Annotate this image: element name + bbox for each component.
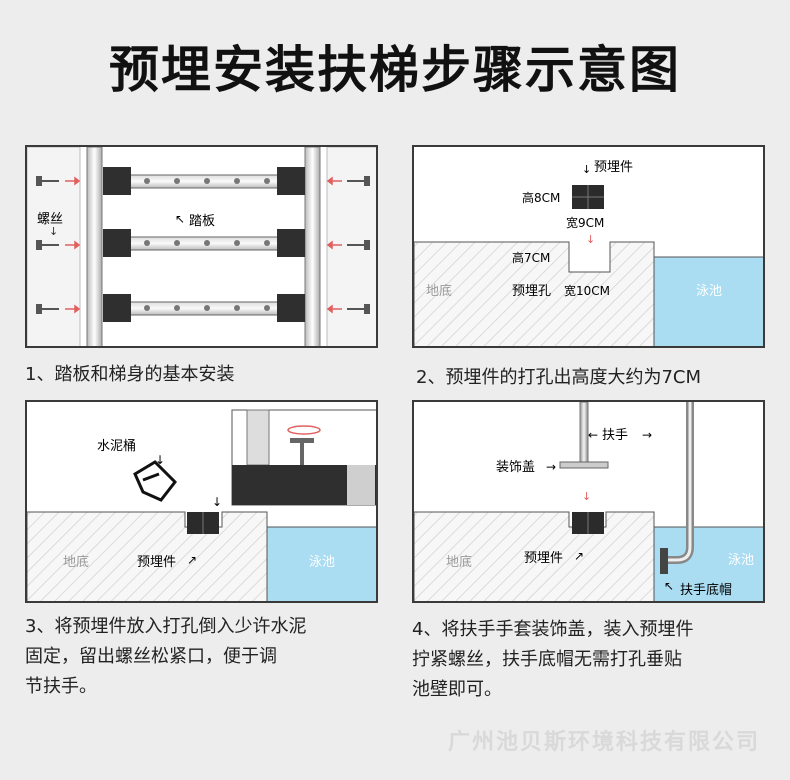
label-pool: 泳池 — [309, 555, 335, 570]
label-ground: 地底 — [426, 283, 452, 299]
label-w10: 宽10CM — [564, 283, 610, 298]
arrow-right-icon: → — [642, 428, 652, 442]
page-title: 预埋安装扶梯步骤示意图 — [0, 40, 790, 100]
ladder-diagram: 螺丝 ↓ ↖ 踏板 — [27, 147, 378, 348]
label-pool: 泳池 — [728, 553, 754, 568]
inset-detail — [232, 410, 378, 505]
arrow-icon: ↓ — [155, 453, 165, 467]
handrail-pipe — [580, 402, 588, 462]
label-ground: 地底 — [446, 554, 472, 570]
label-hole: 预埋孔 — [512, 284, 551, 299]
label-base: 扶手底帽 — [680, 582, 732, 598]
handrail-base-cap — [660, 548, 668, 574]
arrow-down-icon: ↓ — [586, 233, 595, 246]
label-h8: 高8CM — [522, 190, 560, 205]
arrow-down-icon: ↓ — [582, 490, 591, 503]
label-pool: 泳池 — [696, 284, 722, 299]
arrow-icon: ↗ — [187, 553, 197, 567]
label-embed: 预埋件 — [594, 160, 633, 175]
embed-hole-diagram: ↓ 预埋件 高8CM 宽9CM ↓ 高7CM 地底 预埋孔 宽10CM 泳池 — [414, 147, 765, 348]
caption-line: 节扶手。 — [25, 672, 395, 702]
embed-block — [572, 512, 604, 534]
label-handrail: 扶手 — [602, 428, 628, 443]
panel-step-1: 螺丝 ↓ ↖ 踏板 — [25, 145, 378, 348]
caption-step-2: 2、预埋件的打孔出高度大约为7CM — [416, 363, 701, 393]
caption-line: 拧紧螺丝，扶手底帽无需打孔垂贴 — [412, 645, 782, 675]
arrow-down-icon: ↓ — [582, 163, 591, 176]
caption-line: 3、将预埋件放入打孔倒入少许水泥 — [25, 612, 395, 642]
caption-step-1: 1、踏板和梯身的基本安装 — [25, 360, 234, 390]
arrow-icon: ↖ — [175, 212, 185, 226]
caption-line: 固定，留出螺丝松紧口，便于调 — [25, 642, 395, 672]
label-embed: 预埋件 — [524, 551, 563, 566]
caption-step-3: 3、将预埋件放入打孔倒入少许水泥 固定，留出螺丝松紧口，便于调 节扶手。 — [25, 612, 395, 702]
embed-block — [572, 185, 604, 209]
arrow-icon: → — [546, 460, 556, 474]
cement-bucket-icon — [135, 462, 175, 500]
caption-line: 池壁即可。 — [412, 675, 782, 705]
panel-step-2: ↓ 预埋件 高8CM 宽9CM ↓ 高7CM 地底 预埋孔 宽10CM 泳池 — [412, 145, 765, 348]
caption-step-4: 4、将扶手手套装饰盖，装入预埋件 拧紧螺丝，扶手底帽无需打孔垂贴 池壁即可。 — [412, 615, 782, 705]
label-w9: 宽9CM — [566, 215, 604, 230]
arrow-icon: ↓ — [212, 495, 222, 509]
label-ground: 地底 — [63, 554, 89, 570]
arrow-left-icon: ← — [588, 428, 598, 442]
arrow-icon: ↗ — [574, 549, 584, 563]
label-embed: 预埋件 — [137, 555, 176, 570]
caption-line: 4、将扶手手套装饰盖，装入预埋件 — [412, 615, 782, 645]
watermark: 广州池贝斯环境科技有限公司 — [448, 724, 760, 756]
label-h7: 高7CM — [512, 250, 550, 265]
arrow-icon: ↖ — [664, 579, 674, 593]
panel-step-4: 扶手 ← → 装饰盖 → ↓ 地底 预埋件 ↗ 泳池 ↖ 扶手底帽 — [412, 400, 765, 603]
pool-area — [654, 257, 765, 348]
cover-plate — [560, 462, 608, 468]
label-step: 踏板 — [189, 214, 215, 229]
arrow-down-icon: ↓ — [49, 225, 58, 238]
handrail-diagram: 扶手 ← → 装饰盖 → ↓ 地底 预埋件 ↗ 泳池 ↖ 扶手底帽 — [414, 402, 765, 603]
embed-block — [187, 512, 219, 534]
panel-step-3: 水泥桶 ↓ ↓ 地底 预埋件 ↗ 泳池 — [25, 400, 378, 603]
label-cement: 水泥桶 — [97, 439, 136, 454]
cement-diagram: 水泥桶 ↓ ↓ 地底 预埋件 ↗ 泳池 — [27, 402, 378, 603]
label-cover: 装饰盖 — [496, 460, 535, 475]
